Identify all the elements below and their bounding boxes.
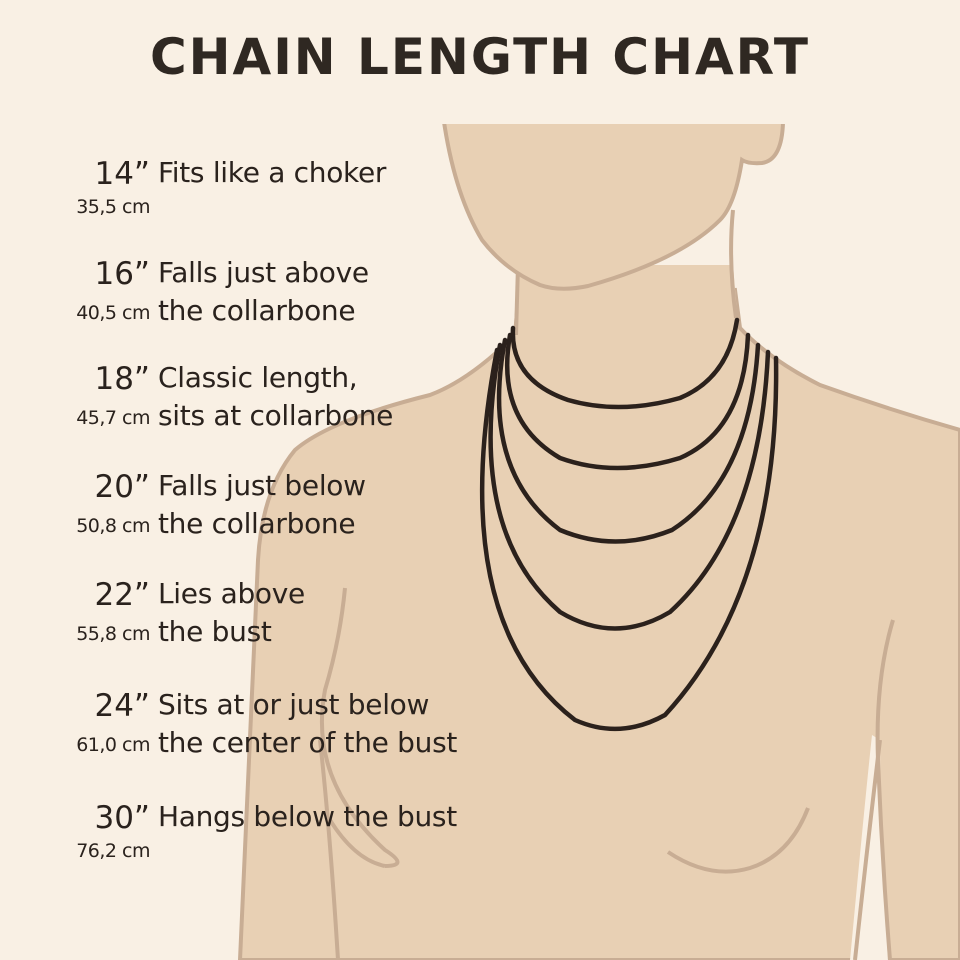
chain-14	[510, 317, 740, 410]
length-cm: 45,7 cm	[76, 407, 150, 429]
length-entry-14: 14” Fits like a choker 35,5 cm	[58, 156, 498, 232]
length-entry-20: 20” Falls just below 50,8 cm the collarb…	[58, 469, 498, 545]
length-cm: 61,0 cm	[76, 734, 150, 756]
length-cm: 40,5 cm	[76, 302, 150, 324]
chain-16	[505, 332, 751, 471]
length-cm: 50,8 cm	[76, 515, 150, 537]
bust-line-left	[328, 818, 386, 868]
length-entry-24: 24” Sits at or just below 61,0 cm the ce…	[58, 688, 498, 764]
bust-line-right	[666, 807, 810, 874]
chain-20	[488, 342, 771, 631]
length-inches: 18”	[94, 361, 150, 397]
length-inches: 16”	[94, 256, 150, 292]
length-inches: 20”	[94, 469, 150, 505]
length-description: Fits like a choker	[158, 156, 387, 189]
chart-title: CHAIN LENGTH CHART	[149, 28, 811, 86]
neck-outline-right	[729, 209, 738, 319]
neck-outline-left	[514, 264, 520, 336]
length-description: Falls just above	[158, 256, 369, 289]
length-inches: 30”	[94, 800, 150, 836]
length-description: Hangs below the bust	[158, 800, 457, 833]
length-cm: 55,8 cm	[76, 623, 150, 645]
length-description-line2: sits at collarbone	[158, 399, 394, 432]
chain-group	[479, 317, 779, 732]
length-cm: 35,5 cm	[76, 196, 150, 218]
length-entry-30: 30” Hangs below the bust 76,2 cm	[58, 800, 498, 876]
length-entry-18: 18” Classic length, 45,7 cm sits at coll…	[58, 361, 498, 437]
length-inches: 22”	[94, 577, 150, 613]
chain-24	[479, 347, 779, 732]
length-description-line2: the bust	[158, 615, 272, 648]
length-description: Sits at or just below	[158, 688, 430, 721]
length-description: Classic length,	[158, 361, 358, 394]
arm-line-left-lower	[318, 739, 340, 960]
length-cm: 76,2 cm	[76, 840, 150, 862]
length-inches: 24”	[94, 688, 150, 724]
length-description: Falls just below	[158, 469, 366, 502]
length-description-line2: the collarbone	[158, 294, 356, 327]
arm-line-right-inner	[853, 739, 882, 960]
length-description: Lies above	[158, 577, 305, 610]
length-entry-22: 22” Lies above 55,8 cm the bust	[58, 577, 498, 653]
length-description-line2: the center of the bust	[158, 726, 458, 759]
chain-18	[496, 337, 761, 544]
length-inches: 14”	[94, 156, 150, 192]
length-description-line2: the collarbone	[158, 507, 356, 540]
length-entry-16: 16” Falls just above 40,5 cm the collarb…	[58, 256, 498, 332]
head-chin	[441, 120, 786, 291]
arm-line-left	[320, 587, 400, 868]
